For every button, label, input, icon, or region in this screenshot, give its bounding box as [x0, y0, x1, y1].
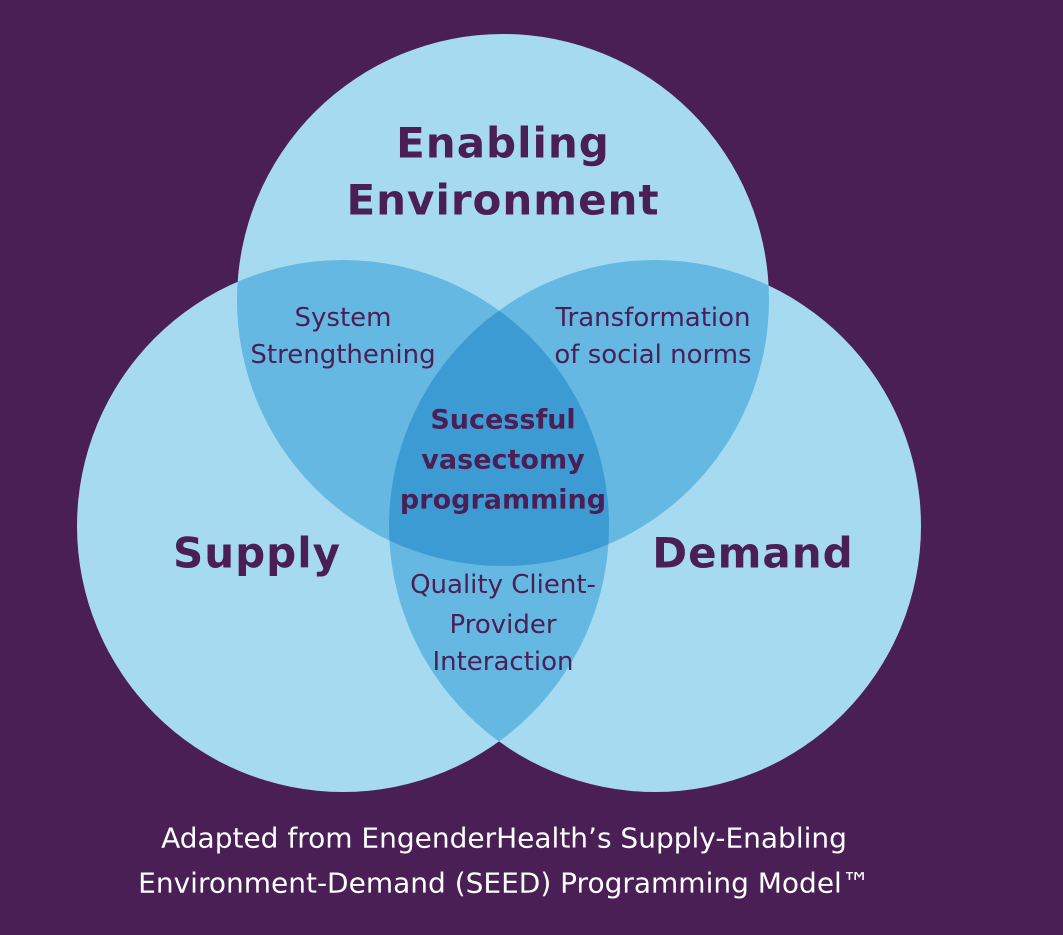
- label-strengthening: Strengthening: [250, 340, 436, 370]
- label-demand: Demand: [652, 528, 854, 578]
- label-enabling: Enabling: [396, 118, 610, 168]
- overlap-center: [389, 260, 609, 566]
- caption-line-2: Environment-Demand (SEED) Programming Mo…: [138, 866, 870, 900]
- label-provider: Provider: [449, 610, 557, 640]
- label-quality: Quality Client-: [410, 570, 596, 600]
- label-center-1: Sucessful: [430, 404, 576, 436]
- label-interaction: Interaction: [432, 647, 574, 677]
- label-environment: Environment: [346, 175, 660, 225]
- label-supply: Supply: [172, 528, 342, 578]
- label-system: System: [294, 303, 392, 333]
- label-social-norms: of social norms: [554, 340, 752, 370]
- caption-line-1: Adapted from EngenderHealth’s Supply-Ena…: [161, 821, 847, 855]
- label-transformation: Transformation: [555, 303, 751, 333]
- label-center-3: programming: [399, 484, 607, 516]
- label-center-2: vasectomy: [421, 444, 585, 476]
